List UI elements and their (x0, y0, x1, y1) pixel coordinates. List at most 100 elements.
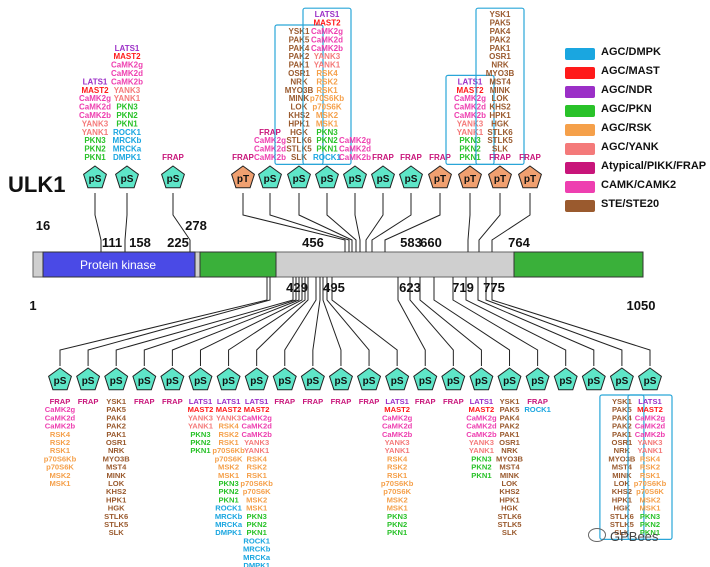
kinase-label: FRAP (259, 128, 281, 137)
kinase-label: CaMK2d (241, 422, 272, 431)
kinase-label: FRAP (331, 397, 352, 406)
kinase-label: LATS1 (315, 10, 340, 19)
kinase-label: CaMK2g (339, 136, 371, 145)
kinase-label: KHS2 (499, 487, 519, 496)
site-connector (326, 193, 357, 252)
kinase-label: p70S6K (215, 454, 243, 463)
site-connector (143, 277, 297, 366)
kinase-label: ROCK1 (313, 153, 342, 162)
site-type-label: pS (89, 174, 102, 185)
site-pentagon (428, 165, 452, 189)
kinase-label: CaMK2g (382, 413, 413, 422)
kinase-label: CaMK2b (79, 111, 111, 120)
kinase-label: MYO3B (608, 454, 636, 463)
legend-item: AGC/YANK (565, 140, 705, 159)
watermark: GPBees (588, 528, 658, 544)
kinase-label: YANK3 (216, 413, 241, 422)
bottom-site: pSLATS1MAST2CaMK2gCaMK2dCaMK2bYANK3YANK1… (419, 277, 497, 480)
kinase-label: CaMK2g (635, 413, 666, 422)
site-pentagon (258, 165, 282, 189)
kinase-label: CaMK2d (339, 145, 371, 154)
kinase-label: CaMK2g (111, 61, 143, 70)
legend-swatch (565, 86, 595, 98)
position-label: 775 (483, 280, 505, 295)
kinase-label: YANK3 (385, 438, 410, 447)
kinase-label: RSK1 (50, 446, 71, 455)
kinase-label: CaMK2d (45, 413, 76, 422)
kinase-label: HPK1 (499, 495, 520, 504)
kinase-label: MSK1 (387, 504, 409, 513)
kinase-label: HGK (613, 504, 630, 513)
kinase-label: LOK (492, 94, 509, 103)
kinase-label: FRAP (359, 397, 380, 406)
kinase-label: MSK1 (639, 504, 661, 513)
kinase-label: FRAP (162, 397, 183, 406)
kinase-label: STLK5 (286, 145, 312, 154)
site-pentagon (469, 367, 494, 391)
kinase-label: CaMK2g (254, 136, 286, 145)
position-label: 158 (129, 235, 151, 250)
site-type-label: pS (250, 376, 263, 387)
kinase-label: CaMK2d (454, 103, 486, 112)
kinase-label: HGK (108, 504, 125, 513)
kinase-label: MINK (106, 471, 126, 480)
site-pentagon (371, 165, 395, 189)
site-type-label: pS (475, 376, 488, 387)
kinase-label: OSR1 (106, 438, 127, 447)
site-connector (365, 193, 384, 252)
site-pentagon (441, 367, 466, 391)
kinase-group-box (627, 394, 673, 540)
site-type-label: pS (335, 376, 348, 387)
kinase-label: ROCK1 (243, 536, 270, 545)
legend-item: AGC/DMPK (565, 45, 705, 64)
kinase-label: CaMK2d (635, 422, 666, 431)
site-pentagon (76, 367, 101, 391)
kinase-label: SLK (109, 528, 125, 537)
kinase-label: HGK (491, 119, 509, 128)
kinase-label: RSK2 (247, 463, 267, 472)
kinase-label: STLK6 (104, 512, 128, 521)
kinase-label: FRAP (519, 153, 541, 162)
green-region-1 (199, 251, 277, 278)
kinase-label: MYO3B (496, 454, 524, 463)
site-pentagon (458, 165, 482, 189)
kinase-label: FRAP (134, 397, 155, 406)
kinase-label: MAST2 (313, 19, 341, 28)
kinase-label: CaMK2g (241, 413, 272, 422)
kinase-label: CaMK2g (311, 27, 343, 36)
site-type-label: pS (306, 376, 319, 387)
site-pentagon (385, 367, 410, 391)
kinase-label: PAK5 (106, 405, 126, 414)
kinase-label: NRK (501, 446, 518, 455)
kinase-label: PAK2 (289, 52, 310, 61)
kinase-label: PAK4 (106, 413, 126, 422)
kinase-group-box (445, 74, 495, 166)
kinase-label: RSK2 (316, 77, 338, 86)
kinase-label: PKN1 (316, 145, 338, 154)
site-connector (491, 193, 531, 252)
kinase-label: SLK (614, 528, 630, 537)
kinase-label: MYO3B (103, 454, 131, 463)
site-connector (397, 277, 426, 366)
site-connector (284, 277, 317, 366)
site-connector (409, 277, 454, 366)
site-type-label: pS (222, 376, 235, 387)
kinase-label: PAK4 (612, 413, 632, 422)
site-pentagon (188, 367, 213, 391)
kinase-label: NRK (290, 77, 308, 86)
kinase-label: MINK (500, 471, 520, 480)
kinase-label: KHS2 (489, 103, 511, 112)
kinase-label: STLK5 (487, 136, 513, 145)
kinase-label: LATS1 (470, 397, 494, 406)
kinase-label: CaMK2b (45, 422, 76, 431)
site-pentagon (328, 367, 353, 391)
bottom-phosphosites: pSFRAPCaMK2gCaMK2dCaMK2bRSK4RSK2RSK1p70S… (44, 277, 673, 567)
site-pentagon (132, 367, 157, 391)
kinase-label: CaMK2d (466, 422, 497, 431)
kinase-label: HPK1 (288, 119, 310, 128)
kinase-label: PAK2 (500, 422, 520, 431)
kinase-label: PKN3 (190, 430, 210, 439)
site-type-label: pT (494, 174, 506, 185)
kinase-label: STLK5 (610, 520, 635, 529)
kinase-label: MSK2 (387, 495, 408, 504)
